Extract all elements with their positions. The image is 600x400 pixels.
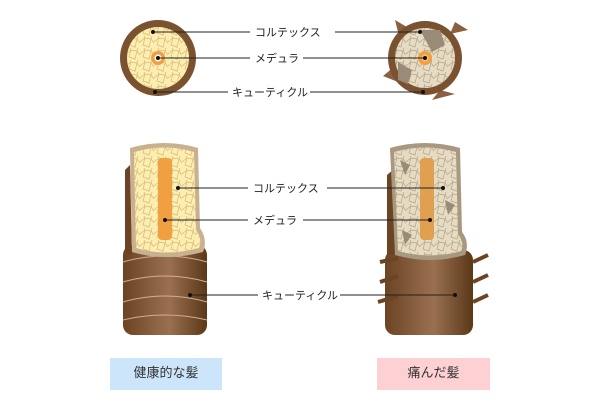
label-cuticle-bottom: キューティクル [262,289,338,302]
label-cuticle-top: キューティクル [232,86,308,99]
label-cortex-top: コルテックス [255,26,321,39]
caption-healthy-hair: 健康的な髪 [110,358,222,390]
healthy-hair-shaft [122,143,208,335]
label-medulla-top: メデュラ [255,51,299,65]
caption-damaged-hair: 痛んだ髪 [377,358,490,390]
label-medulla-bottom: メデュラ [253,213,297,227]
medulla-bar [158,158,172,240]
damaged-hair-shaft [377,143,489,335]
label-cortex-bottom: コルテックス [253,182,319,195]
pointer-dots [151,30,457,297]
leader-lines [153,31,455,296]
